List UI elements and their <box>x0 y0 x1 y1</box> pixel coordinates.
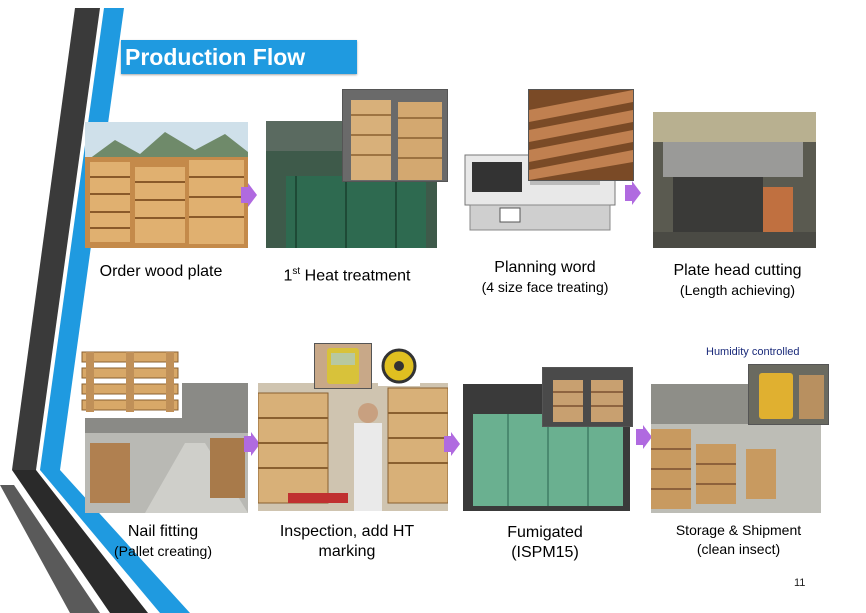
step-caption-storage: Storage & Shipment (clean insect) <box>656 521 821 559</box>
flow-arrow-icon <box>444 432 460 456</box>
step-caption-fumigated: Fumigated (ISPM15) <box>470 523 620 563</box>
step-sublabel: (Pallet creating) <box>113 543 213 559</box>
step-sublabel: (clean insect) <box>696 541 781 557</box>
slide-title: Production Flow <box>121 40 357 74</box>
step-label-rest: Heat treatment <box>300 267 411 285</box>
page-number: 11 <box>794 577 806 589</box>
step-label: Storage & Shipment <box>675 522 802 538</box>
inspection-photo <box>258 383 448 511</box>
step-sublabel: marking <box>318 543 376 560</box>
order-wood-plate-photo <box>85 122 248 248</box>
flow-arrow-icon <box>625 181 641 205</box>
step-caption-cutting: Plate head cutting (Length achieving) <box>650 261 825 300</box>
step-caption-planning: Planning word (4 size face treating) <box>455 258 635 297</box>
step-label: Planning word <box>494 259 596 276</box>
step-sublabel: (ISPM15) <box>511 544 579 561</box>
tape-measure-inset <box>378 346 420 386</box>
moisture-meter-inset <box>314 343 372 389</box>
flow-arrow-icon <box>241 183 257 207</box>
step-label-sup: st <box>292 266 301 277</box>
step-label: Order wood plate <box>99 263 223 280</box>
step-label-prefix: 1 <box>283 267 293 285</box>
step-caption-nail: Nail fitting (Pallet creating) <box>88 522 238 561</box>
heat-treatment-wood-stack-inset <box>342 89 448 182</box>
step-label: Nail fitting <box>127 523 199 540</box>
step-caption-inspection: Inspection, add HT marking <box>262 522 432 562</box>
step-label: 1st Heat treatment <box>262 262 432 286</box>
step-caption-order: Order wood plate <box>85 262 237 282</box>
fumigation-pallet-inset <box>542 367 633 427</box>
plate-head-cutting-photo <box>653 112 816 248</box>
step-sublabel: (4 size face treating) <box>481 279 609 295</box>
step-sublabel: (Length achieving) <box>679 282 796 298</box>
pallet-stack-inset <box>78 348 182 418</box>
step-label: Fumigated <box>507 524 583 541</box>
planed-wood-inset <box>528 89 634 181</box>
humidity-note: Humidity controlled <box>706 346 800 358</box>
flow-arrow-icon <box>244 432 260 456</box>
humidity-controller-inset <box>748 364 829 425</box>
step-label: Plate head cutting <box>673 262 802 279</box>
step-caption-heat: 1st Heat treatment <box>262 262 432 286</box>
step-label: Inspection, add HT <box>279 523 415 540</box>
flow-arrow-icon <box>636 425 652 449</box>
